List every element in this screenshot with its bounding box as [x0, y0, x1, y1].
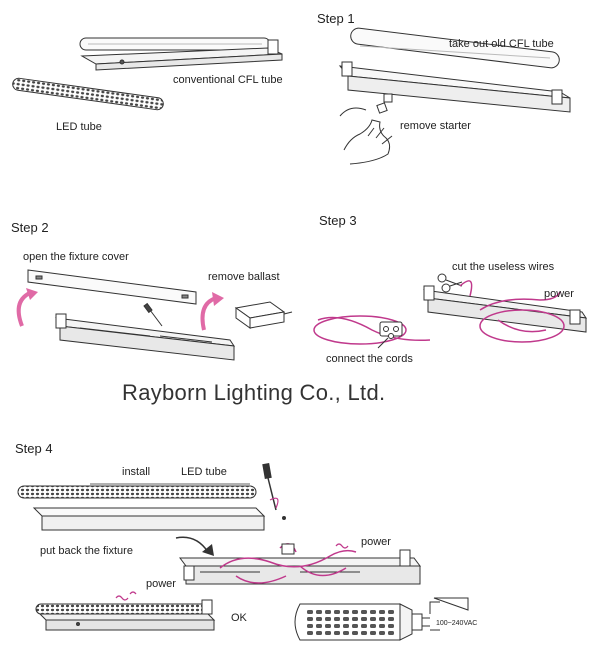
step4-led-tube [17, 485, 257, 499]
led-tube-label: LED tube [56, 121, 102, 133]
ok-label: OK [231, 612, 247, 624]
step4-curved-arrow [175, 536, 209, 553]
put-back-fixture-label: put back the fixture [40, 545, 133, 557]
step4-connector [281, 543, 295, 555]
conventional-cfl-label: conventional CFL tube [173, 74, 283, 86]
step2-fixture-open [55, 313, 236, 361]
step1-fixture [338, 61, 571, 113]
step1-title: Step 1 [317, 11, 355, 26]
power-squiggle-top [335, 543, 349, 549]
final-fixture-with-led [35, 599, 216, 631]
screwdriver-step4 [262, 463, 286, 520]
power-squiggle-bottom [115, 591, 137, 601]
step1-old-cfl-tube [350, 27, 560, 69]
voltage-label: 100~240VAC [436, 620, 478, 627]
step3-wires [313, 280, 565, 345]
step2-fixture-cover [27, 269, 197, 305]
led-tube-label-step4: LED tube [181, 466, 227, 478]
step4-fixture-cover [32, 507, 266, 531]
remove-starter-label: remove starter [400, 120, 471, 132]
step4-power-label-top: power [361, 536, 391, 548]
cut-useless-wires-label: cut the useless wires [452, 261, 555, 273]
led-tube-closeup [294, 597, 469, 641]
connect-cords-label: connect the cords [326, 353, 413, 365]
scissors [437, 273, 463, 293]
step2-title: Step 2 [11, 220, 49, 235]
step3-fixture [423, 285, 588, 333]
step4-wires [219, 543, 357, 584]
remove-ballast-label: remove ballast [208, 271, 280, 283]
ballast [234, 301, 293, 329]
step3-power-label: power [544, 288, 574, 300]
hand-removing-starter [339, 102, 393, 165]
screwdriver-step2 [143, 302, 163, 327]
conventional-cfl-fixture [79, 37, 283, 71]
step4-fixture-wired [179, 549, 421, 585]
install-label: install [122, 466, 151, 478]
company-name: Rayborn Lighting Co., Ltd. [122, 380, 386, 405]
led-tube-intro [12, 77, 164, 111]
step4-power-label-bottom: power [146, 578, 176, 590]
wire-connector-block [379, 321, 403, 339]
open-fixture-cover-label: open the fixture cover [23, 251, 129, 263]
step3-title: Step 3 [319, 213, 357, 228]
take-out-cfl-label: take out old CFL tube [449, 38, 554, 50]
step4-title: Step 4 [15, 441, 53, 456]
